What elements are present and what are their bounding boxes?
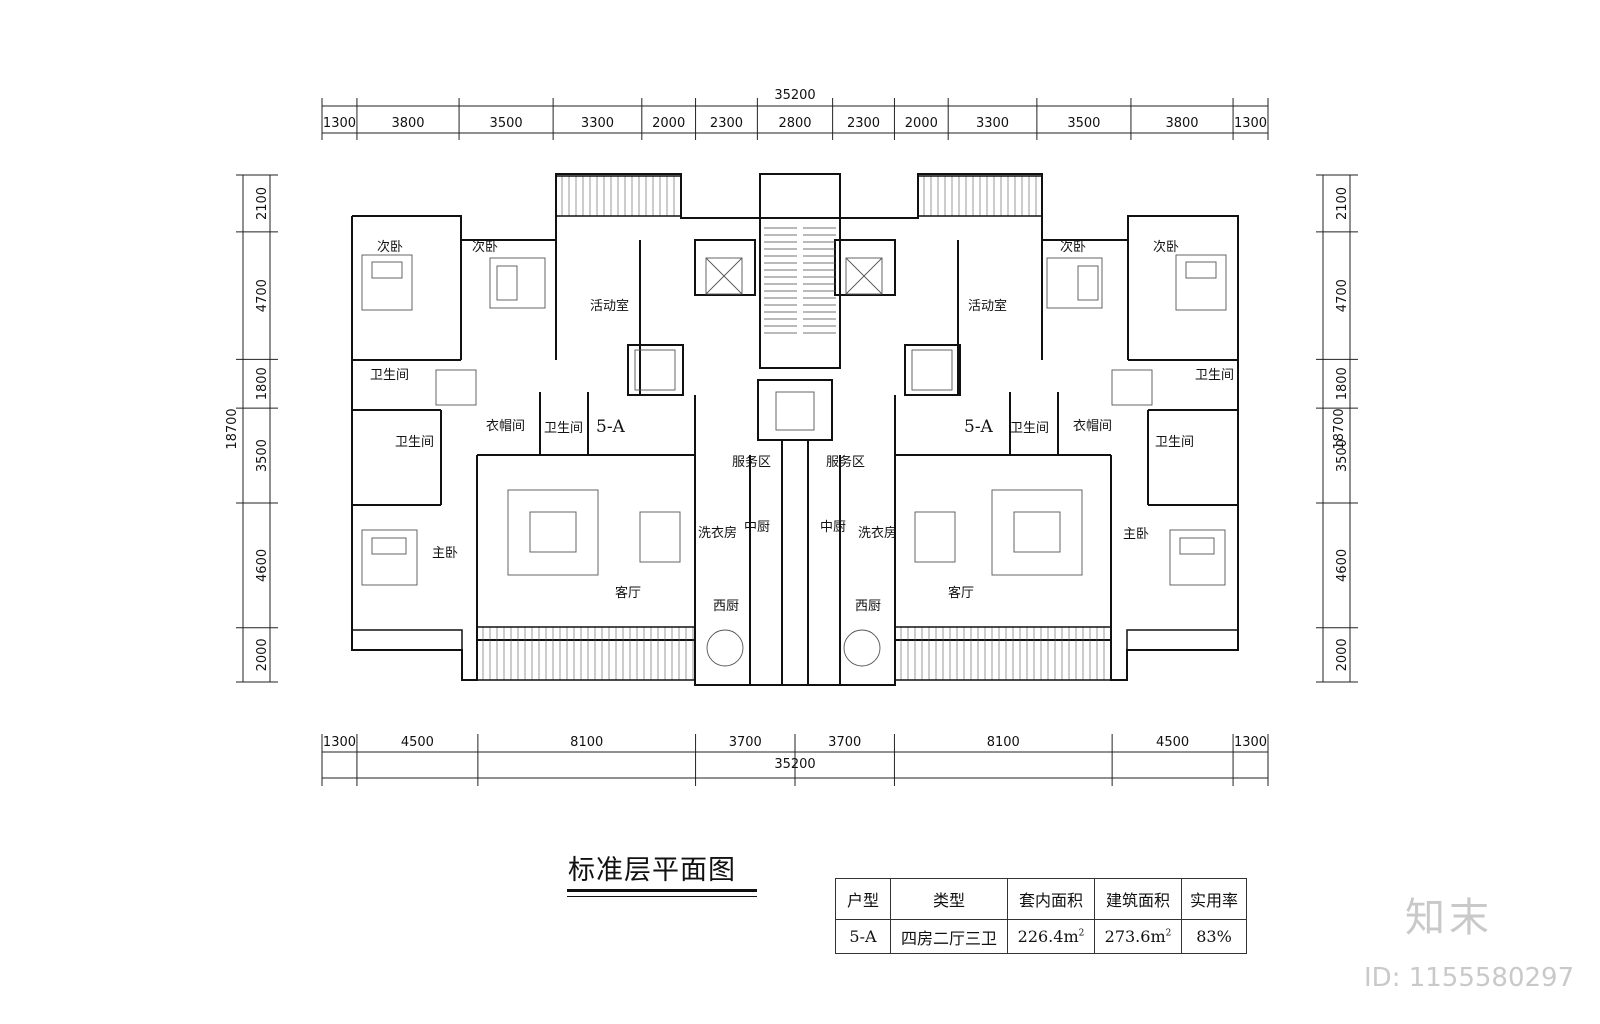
bottom-dim-5: 8100: [987, 735, 1020, 750]
bottom-dim-2: 8100: [570, 735, 603, 750]
label-master-bedroom-left: 主卧: [432, 546, 458, 561]
inner-area-sup: 2: [1078, 928, 1085, 939]
top-dim-6: 2800: [778, 116, 811, 131]
balcony-hatching: [482, 176, 1105, 680]
top-dimension-lines: [321, 98, 1269, 140]
furniture: [361, 254, 1227, 667]
label-bathroom-4: 卫生间: [1195, 368, 1234, 383]
top-total-dim: 35200: [774, 88, 815, 103]
label-bathroom-1: 卫生间: [370, 368, 409, 383]
top-dim-9: 3300: [976, 116, 1009, 131]
label-service-area-left: 服务区: [732, 454, 771, 470]
bottom-dim-6: 4500: [1156, 735, 1189, 750]
right-dim-3: 3500: [1335, 439, 1350, 472]
right-dimension-lines: [1316, 174, 1358, 683]
right-dim-2: 1800: [1335, 367, 1350, 400]
gross-area-sup: 2: [1165, 928, 1172, 939]
label-closet-left: 衣帽间: [486, 418, 525, 434]
label-secondary-bedroom-4: 次卧: [1153, 239, 1179, 255]
label-service-area-right: 服务区: [826, 454, 865, 470]
label-bathroom-2: 卫生间: [395, 435, 434, 450]
cell-unit: 5-A: [835, 919, 891, 954]
header-gross-area: 建筑面积: [1094, 878, 1182, 920]
bottom-dim-4: 3700: [828, 735, 861, 750]
header-efficiency: 实用率: [1181, 878, 1247, 920]
label-laundry-right: 洗衣房: [858, 525, 897, 541]
header-inner-area: 套内面积: [1007, 878, 1095, 920]
label-laundry-left: 洗衣房: [698, 525, 737, 541]
unit-label-left: 5-A: [596, 417, 626, 437]
top-dim-7: 2300: [847, 116, 880, 131]
right-total-dim: 18700: [1332, 408, 1347, 449]
label-closet-right: 衣帽间: [1073, 418, 1112, 434]
bottom-dim-0: 1300: [323, 735, 356, 750]
bottom-dim-3: 3700: [729, 735, 762, 750]
label-activity-room-left: 活动室: [590, 298, 629, 314]
top-dim-4: 2000: [652, 116, 685, 131]
top-dim-12: 1300: [1234, 116, 1267, 131]
left-dimension-lines: [236, 174, 278, 683]
left-dim-1: 4700: [255, 279, 270, 312]
top-dim-2: 3500: [490, 116, 523, 131]
stair-treads: [764, 227, 836, 334]
top-dim-1: 3800: [391, 116, 424, 131]
label-activity-room-right: 活动室: [968, 298, 1007, 314]
right-dim-4: 4600: [1335, 549, 1350, 582]
label-master-bedroom-right: 主卧: [1123, 527, 1149, 542]
label-living-room-right: 客厅: [948, 585, 974, 601]
left-dim-0: 2100: [255, 187, 270, 220]
title-underline-thin: [567, 896, 757, 897]
watermark-id: ID: 1155580297: [1364, 963, 1575, 993]
table-header-row: 户型 类型 套内面积 建筑面积 实用率: [835, 878, 1247, 920]
bottom-dim-1: 4500: [401, 735, 434, 750]
top-dim-0: 1300: [323, 116, 356, 131]
label-bathroom-3: 卫生间: [544, 421, 583, 436]
left-dim-2: 1800: [255, 367, 270, 400]
top-dim-3: 3300: [581, 116, 614, 131]
bottom-dimension-lines: [321, 734, 1269, 786]
label-secondary-bedroom-1: 次卧: [377, 239, 403, 255]
gross-area-value: 273.6m: [1104, 927, 1166, 946]
left-dim-3: 3500: [255, 439, 270, 472]
label-secondary-bedroom-2: 次卧: [472, 239, 498, 255]
inner-area-value: 226.4m: [1017, 927, 1079, 946]
label-bathroom-6: 卫生间: [1155, 435, 1194, 450]
title-underline-thick: [567, 889, 757, 892]
cell-gross-area: 273.6m2: [1094, 919, 1182, 954]
top-dim-8: 2000: [905, 116, 938, 131]
label-secondary-bedroom-3: 次卧: [1060, 239, 1086, 255]
room-labels: 次卧 次卧 活动室 卫生间 卫生间 衣帽间 卫生间 5-A 服务区 洗衣房 中厨…: [370, 239, 1234, 614]
label-western-kitchen-left: 西厨: [713, 599, 739, 614]
watermark-logo: 知末: [1405, 895, 1493, 941]
label-living-room-left: 客厅: [615, 585, 641, 601]
top-dim-10: 3500: [1067, 116, 1100, 131]
cell-inner-area: 226.4m2: [1007, 919, 1095, 954]
drawing-title: 标准层平面图: [568, 855, 736, 886]
top-dim-11: 3800: [1165, 116, 1198, 131]
left-dim-4: 4600: [255, 549, 270, 582]
label-bathroom-5: 卫生间: [1010, 421, 1049, 436]
right-dim-1: 4700: [1335, 279, 1350, 312]
bottom-dim-7: 1300: [1234, 735, 1267, 750]
top-dim-5: 2300: [710, 116, 743, 131]
cell-efficiency: 83%: [1181, 919, 1247, 954]
right-dim-0: 2100: [1335, 187, 1350, 220]
area-info-table: 户型 类型 套内面积 建筑面积 实用率 5-A 四房二厅三卫 226.4m2 2…: [835, 878, 1247, 954]
header-type: 类型: [890, 878, 1008, 920]
label-chinese-kitchen-right: 中厨: [820, 520, 846, 535]
table-row: 5-A 四房二厅三卫 226.4m2 273.6m2 83%: [835, 919, 1247, 954]
label-western-kitchen-right: 西厨: [855, 599, 881, 614]
cell-type: 四房二厅三卫: [890, 919, 1008, 954]
balcony-outlines: [351, 175, 1239, 681]
right-dim-5: 2000: [1335, 638, 1350, 671]
left-dim-5: 2000: [255, 638, 270, 671]
unit-label-right: 5-A: [964, 417, 994, 437]
header-unit: 户型: [835, 878, 891, 920]
left-total-dim: 18700: [225, 408, 240, 449]
label-chinese-kitchen-left: 中厨: [744, 520, 770, 535]
bottom-total-dim: 35200: [774, 757, 815, 772]
